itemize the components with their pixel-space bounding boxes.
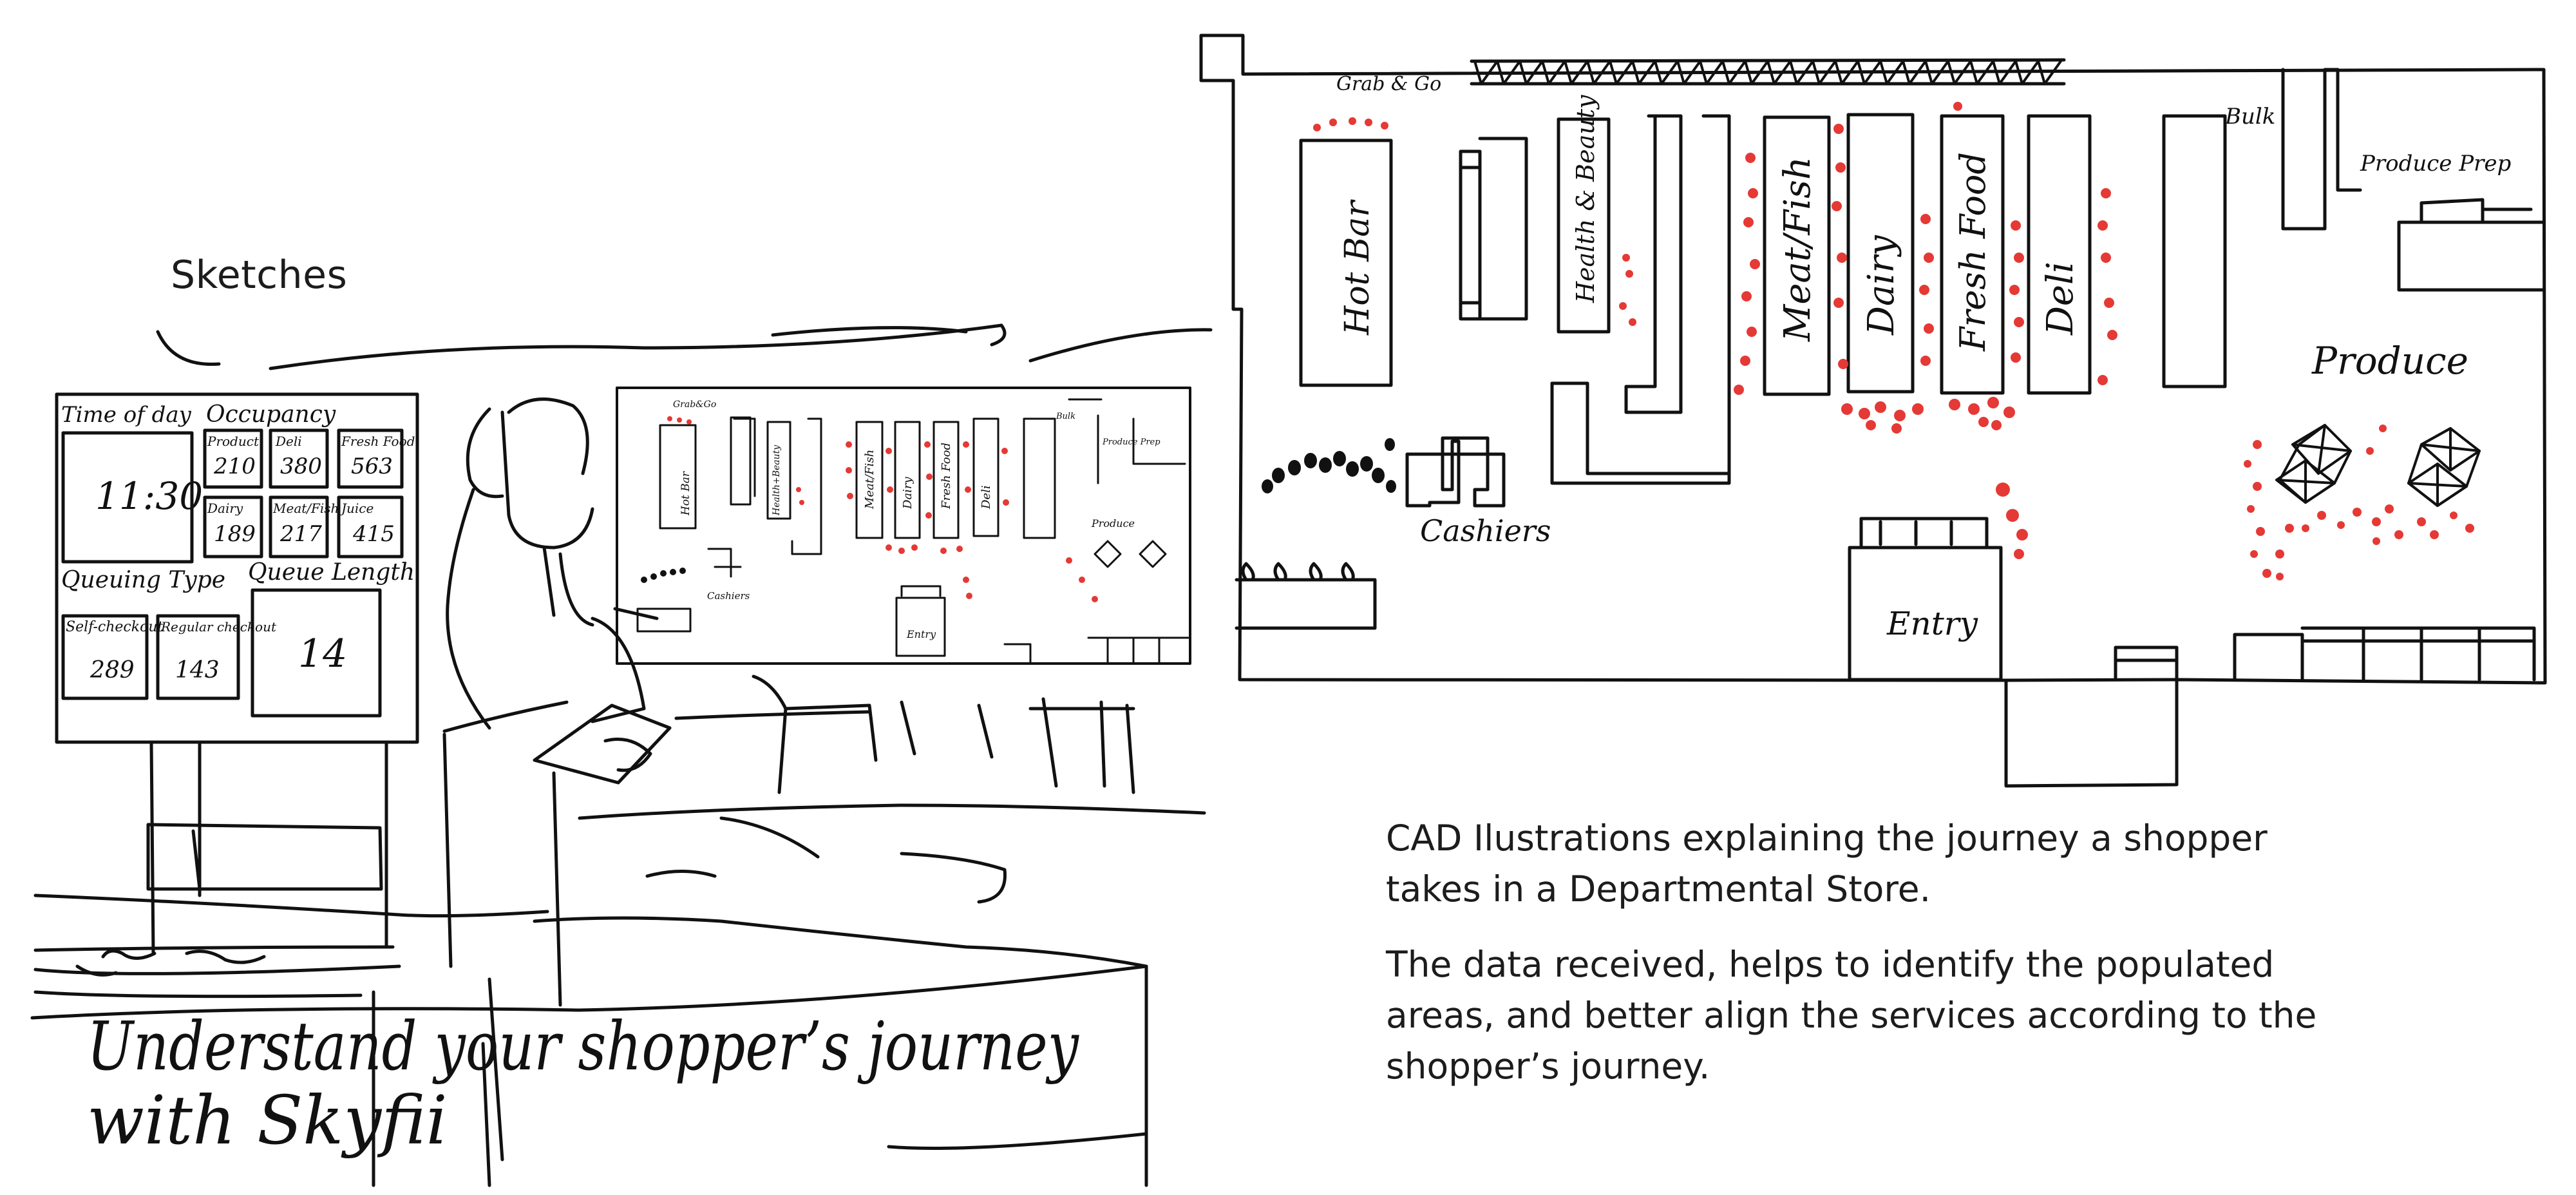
map-label-bulk: Bulk <box>2224 104 2275 129</box>
occupancy-value-deli: 380 <box>280 454 322 479</box>
queue-type-value-regular: 143 <box>175 657 220 684</box>
svg-text:Grab&Go: Grab&Go <box>673 399 716 410</box>
svg-text:Cashiers: Cashiers <box>707 590 750 602</box>
queue-type-label-self: Self-checkout <box>66 619 163 635</box>
map-label-produce-prep: Produce Prep <box>2360 151 2511 177</box>
occupancy-value-fresh-food: 563 <box>351 454 393 479</box>
svg-text:Hot Bar: Hot Bar <box>679 471 692 516</box>
map-label-produce: Produce <box>2311 339 2468 383</box>
occupancy-value-dairy: 189 <box>214 521 256 547</box>
map-label-health-beauty: Health & Beauty <box>1571 95 1600 303</box>
time-value: 11:30 <box>95 474 203 518</box>
occupancy-label-deli: Deli <box>275 434 302 449</box>
queue-length-label: Queue Length <box>248 559 415 586</box>
store-floor-plan <box>1199 33 2547 788</box>
occupancy-label-dairy: Dairy <box>207 501 243 516</box>
svg-text:Bulk: Bulk <box>1056 412 1075 421</box>
queue-length-value: 14 <box>298 631 347 676</box>
occupancy-label-fresh-food: Fresh Food <box>341 434 415 449</box>
occupancy-label-product: Product <box>207 434 260 449</box>
caption-line-2: with Skyfii <box>87 1081 448 1160</box>
map-label-cashiers: Cashiers <box>1420 513 1551 548</box>
time-of-day-label: Time of day <box>61 402 192 428</box>
svg-text:Produce Prep: Produce Prep <box>1102 437 1160 447</box>
description-block: CAD Ilustrations explaining the journey … <box>1386 813 2352 1116</box>
description-paragraph-2: The data received, helps to identify the… <box>1386 944 2317 1087</box>
svg-text:Entry: Entry <box>906 628 936 640</box>
occupancy-value-product: 210 <box>213 454 256 479</box>
queue-type-value-self: 289 <box>90 657 135 684</box>
svg-text:Dairy: Dairy <box>901 476 914 510</box>
caption-line-1: Understand your shopper’s journey <box>87 1007 1079 1085</box>
occupancy-value-meat-fish: 217 <box>279 521 322 547</box>
map-label-entry: Entry <box>1886 605 1978 642</box>
map-label-meat-fish: Meat/Fish <box>1777 157 1819 342</box>
map-label-hot-bar: Hot Bar <box>1338 199 1377 336</box>
occupancy-label-meat-fish: Meat/Fish <box>272 501 339 516</box>
heat-map-dots <box>1313 102 2474 580</box>
occupancy-value-juice: 415 <box>352 521 395 547</box>
svg-text:Fresh Food: Fresh Food <box>940 443 953 510</box>
queue-dots <box>1262 438 1396 493</box>
page-title: Sketches <box>171 253 348 298</box>
svg-text:Deli: Deli <box>980 485 993 510</box>
map-label-dairy: Dairy <box>1861 234 1902 336</box>
occupancy-label-juice: Juice <box>339 501 374 516</box>
svg-text:Meat/Fish: Meat/Fish <box>863 450 876 510</box>
scene-sketch: Grab&Go Hot Bar Health+Beauty Meat/Fish … <box>30 323 1213 1187</box>
map-label-grab-and-go: Grab & Go <box>1336 73 1441 95</box>
map-label-fresh-food: Fresh Food <box>1953 152 1993 352</box>
occupancy-label: Occupancy <box>206 401 336 428</box>
svg-text:Produce: Produce <box>1091 517 1135 530</box>
description-paragraph-1: CAD Ilustrations explaining the journey … <box>1386 817 2268 910</box>
queuing-type-label: Queuing Type <box>61 567 225 593</box>
map-label-deli: Deli <box>2040 262 2081 336</box>
svg-text:Health+Beauty: Health+Beauty <box>772 445 782 516</box>
queue-type-label-regular: Regular checkout <box>160 619 277 635</box>
